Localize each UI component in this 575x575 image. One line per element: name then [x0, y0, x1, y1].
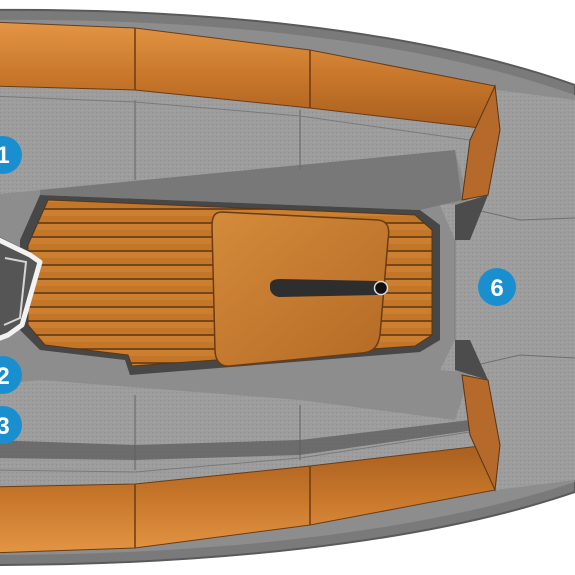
marker-6: 6: [478, 268, 516, 306]
bulkhead-post-top: [461, 84, 501, 201]
marker-1-label: 1: [0, 142, 10, 169]
rudder-post: [373, 280, 389, 296]
bottom-coaming-shadow: [0, 420, 475, 460]
bulkhead-post-bottom: [461, 374, 501, 492]
marker-3: 3: [0, 406, 22, 444]
marker-1: 1: [0, 136, 22, 174]
companionway-ladder: [0, 237, 43, 341]
companionway-frame: [0, 237, 40, 340]
marker-2-label: 2: [0, 363, 10, 390]
marker-3-label: 3: [0, 413, 10, 440]
marker-2: 2: [0, 356, 22, 394]
tiller: [270, 279, 378, 297]
marker-6-label: 6: [490, 275, 503, 302]
